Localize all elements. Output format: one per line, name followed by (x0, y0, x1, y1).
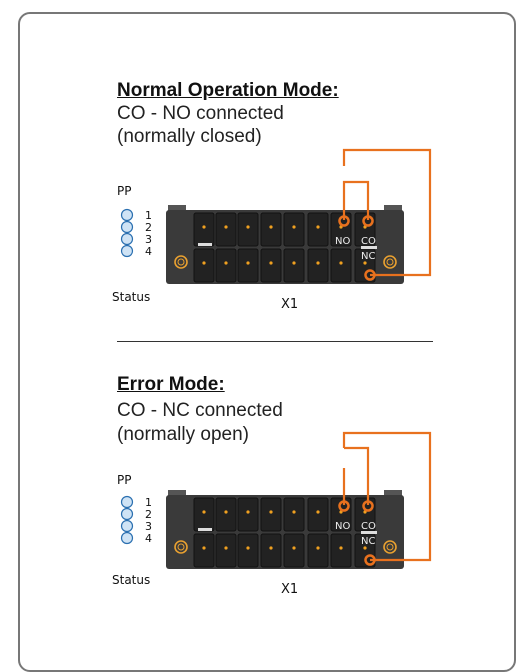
status-label: Status (112, 573, 151, 587)
section-divider (117, 341, 433, 342)
status-label: Status (112, 290, 151, 304)
section-heading: Error Mode: (117, 374, 225, 395)
section-description-line2: (normally closed) (117, 126, 262, 147)
section-description-line2: (normally open) (117, 424, 249, 445)
section-description-line1: CO - NC connected (117, 400, 283, 421)
section-heading: Normal Operation Mode: (117, 80, 339, 101)
terminal-label: X1 (281, 297, 299, 312)
pp-label: PP (117, 184, 132, 198)
section-description-line1: CO - NO connected (117, 103, 284, 124)
pp-label: PP (117, 473, 132, 487)
terminal-label: X1 (281, 582, 299, 597)
